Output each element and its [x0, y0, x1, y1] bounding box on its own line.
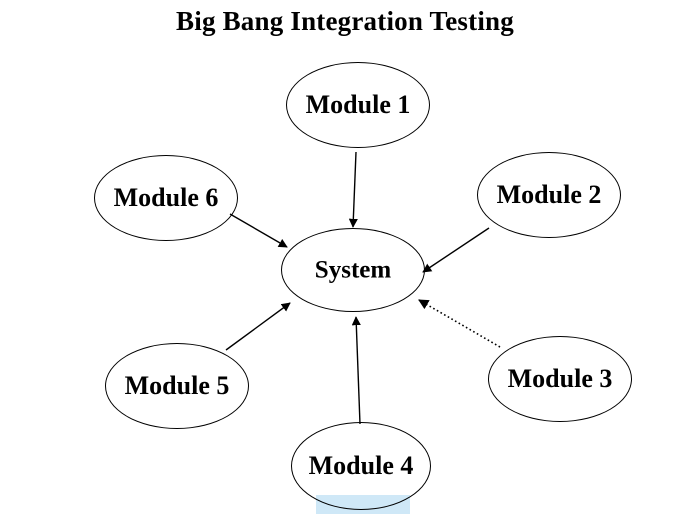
page-title: Big Bang Integration Testing — [176, 6, 514, 36]
edge-module-6 — [229, 213, 288, 248]
node-module-6[interactable]: Module 6 — [94, 155, 238, 241]
node-module-2[interactable]: Module 2 — [477, 152, 621, 238]
edge-module-1 — [348, 151, 358, 228]
edge-module-5 — [225, 302, 291, 351]
node-system-label: System — [314, 256, 392, 284]
edge-module-2 — [422, 227, 490, 273]
node-module-1[interactable]: Module 1 — [286, 62, 430, 148]
node-module-5[interactable]: Module 5 — [105, 343, 249, 429]
node-module-3[interactable]: Module 3 — [488, 336, 632, 422]
node-module-2-label: Module 2 — [496, 180, 602, 209]
node-module-5-label: Module 5 — [124, 371, 230, 400]
node-module-1-label: Module 1 — [305, 90, 411, 119]
node-module-4-label: Module 4 — [308, 451, 414, 480]
node-module-6-label: Module 6 — [113, 183, 219, 212]
node-system[interactable]: System — [281, 228, 425, 312]
edge-module-3 — [418, 299, 501, 348]
node-module-3-label: Module 3 — [507, 364, 613, 393]
node-module-4[interactable]: Module 4 — [291, 422, 431, 510]
edge-module-4 — [351, 316, 361, 425]
